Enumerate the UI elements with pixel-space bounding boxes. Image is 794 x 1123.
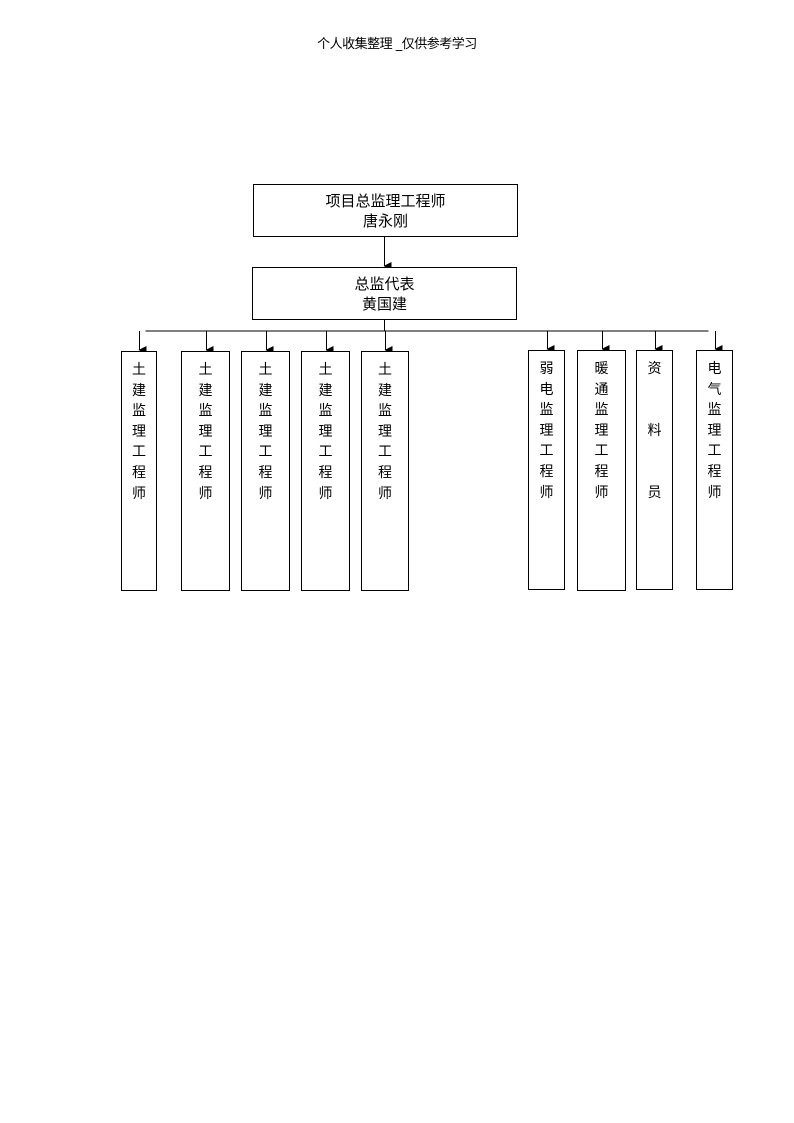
page-header: 个人收集整理 _仅供参考学习 xyxy=(317,37,477,52)
label-char: 师 xyxy=(198,485,213,502)
label-char: 理 xyxy=(132,423,146,440)
label-char: 土 xyxy=(258,362,273,378)
deputy-box: 总监代表 黄国建 xyxy=(252,267,517,320)
label-char: 工 xyxy=(594,443,609,460)
label-char: 弱 xyxy=(539,361,554,377)
staff-box-3: 土建监理工程师 xyxy=(241,351,290,591)
label-char: 工 xyxy=(539,443,554,460)
staff-label-3: 土建监理工程师 xyxy=(259,360,273,504)
staff-label-2: 土建监理工程师 xyxy=(199,360,213,504)
label-char: 师 xyxy=(378,485,392,502)
label-char: 程 xyxy=(594,463,609,480)
label-char: 工 xyxy=(707,443,722,460)
label-char: 理 xyxy=(594,422,609,439)
director-title: 项目总监理工程师 xyxy=(325,191,446,210)
deputy-name: 黄国建 xyxy=(361,294,407,313)
staff-label-5: 土建监理工程师 xyxy=(378,360,392,504)
label-char: 工 xyxy=(318,444,333,461)
staff-label-6: 弱电监理工程师 xyxy=(540,359,554,503)
label-char: 监 xyxy=(258,403,273,420)
staff-box-2: 土建监理工程师 xyxy=(181,351,230,591)
label-char: 员 xyxy=(647,485,662,501)
label-char: 师 xyxy=(258,485,273,502)
deputy-title: 总监代表 xyxy=(354,274,415,293)
label-char: 监 xyxy=(594,402,609,419)
staff-box-8: 资料员 xyxy=(636,350,673,590)
label-char: 电 xyxy=(707,361,722,377)
label-char: 理 xyxy=(258,423,273,440)
staff-box-7: 暖通监理工程师 xyxy=(577,350,626,591)
label-char: 监 xyxy=(378,403,392,420)
label-char: 工 xyxy=(132,444,146,461)
label-char: 程 xyxy=(707,463,722,480)
label-char: 程 xyxy=(198,464,213,481)
label-char: 程 xyxy=(318,464,333,481)
label-char: 建 xyxy=(378,382,392,399)
label-char: 土 xyxy=(132,362,146,378)
label-char: 程 xyxy=(258,464,273,481)
staff-label-1: 土建监理工程师 xyxy=(132,360,146,504)
label-char: 建 xyxy=(132,382,146,399)
staff-label-8: 资料员 xyxy=(648,359,662,545)
label-char: 建 xyxy=(258,382,273,399)
label-char: 监 xyxy=(539,402,554,419)
director-box: 项目总监理工程师 唐永刚 xyxy=(253,184,518,237)
label-char: 理 xyxy=(707,422,722,439)
staff-box-1: 土建监理工程师 xyxy=(121,351,157,591)
label-char: 资 xyxy=(647,361,662,377)
label-char: 程 xyxy=(539,463,554,480)
label-char: 理 xyxy=(539,422,554,439)
staff-box-4: 土建监理工程师 xyxy=(301,351,350,591)
staff-label-4: 土建监理工程师 xyxy=(319,360,333,504)
label-char: 工 xyxy=(198,444,213,461)
staff-label-7: 暖通监理工程师 xyxy=(595,359,609,503)
label-char: 气 xyxy=(707,381,722,398)
label-char: 师 xyxy=(594,484,609,501)
director-name: 唐永刚 xyxy=(362,211,408,230)
label-char: 师 xyxy=(707,484,722,501)
label-char: 监 xyxy=(707,402,722,419)
label-char: 建 xyxy=(198,382,213,399)
label-char: 土 xyxy=(378,362,392,378)
label-char: 监 xyxy=(132,403,146,420)
label-char: 土 xyxy=(198,362,213,378)
staff-box-5: 土建监理工程师 xyxy=(361,351,409,591)
label-char: 师 xyxy=(539,484,554,501)
connector-drops xyxy=(138,331,723,354)
staff-box-6: 弱电监理工程师 xyxy=(528,350,565,590)
staff-box-9: 电气监理工程师 xyxy=(696,350,733,590)
staff-label-9: 电气监理工程师 xyxy=(708,359,722,503)
label-char: 土 xyxy=(318,362,333,378)
label-char: 理 xyxy=(318,423,333,440)
label-char: 工 xyxy=(258,444,273,461)
label-char: 理 xyxy=(378,423,392,440)
label-char: 料 xyxy=(647,423,662,439)
label-char: 监 xyxy=(198,403,213,420)
label-char: 工 xyxy=(378,444,392,461)
label-char: 程 xyxy=(132,464,146,481)
label-char: 师 xyxy=(132,485,146,502)
label-char: 通 xyxy=(594,381,609,398)
label-char: 建 xyxy=(318,382,333,399)
label-char: 理 xyxy=(198,423,213,440)
label-char: 师 xyxy=(318,485,333,502)
label-char: 监 xyxy=(318,403,333,420)
label-char: 程 xyxy=(378,464,392,481)
label-char: 暖 xyxy=(594,361,609,377)
label-char: 电 xyxy=(539,381,554,398)
